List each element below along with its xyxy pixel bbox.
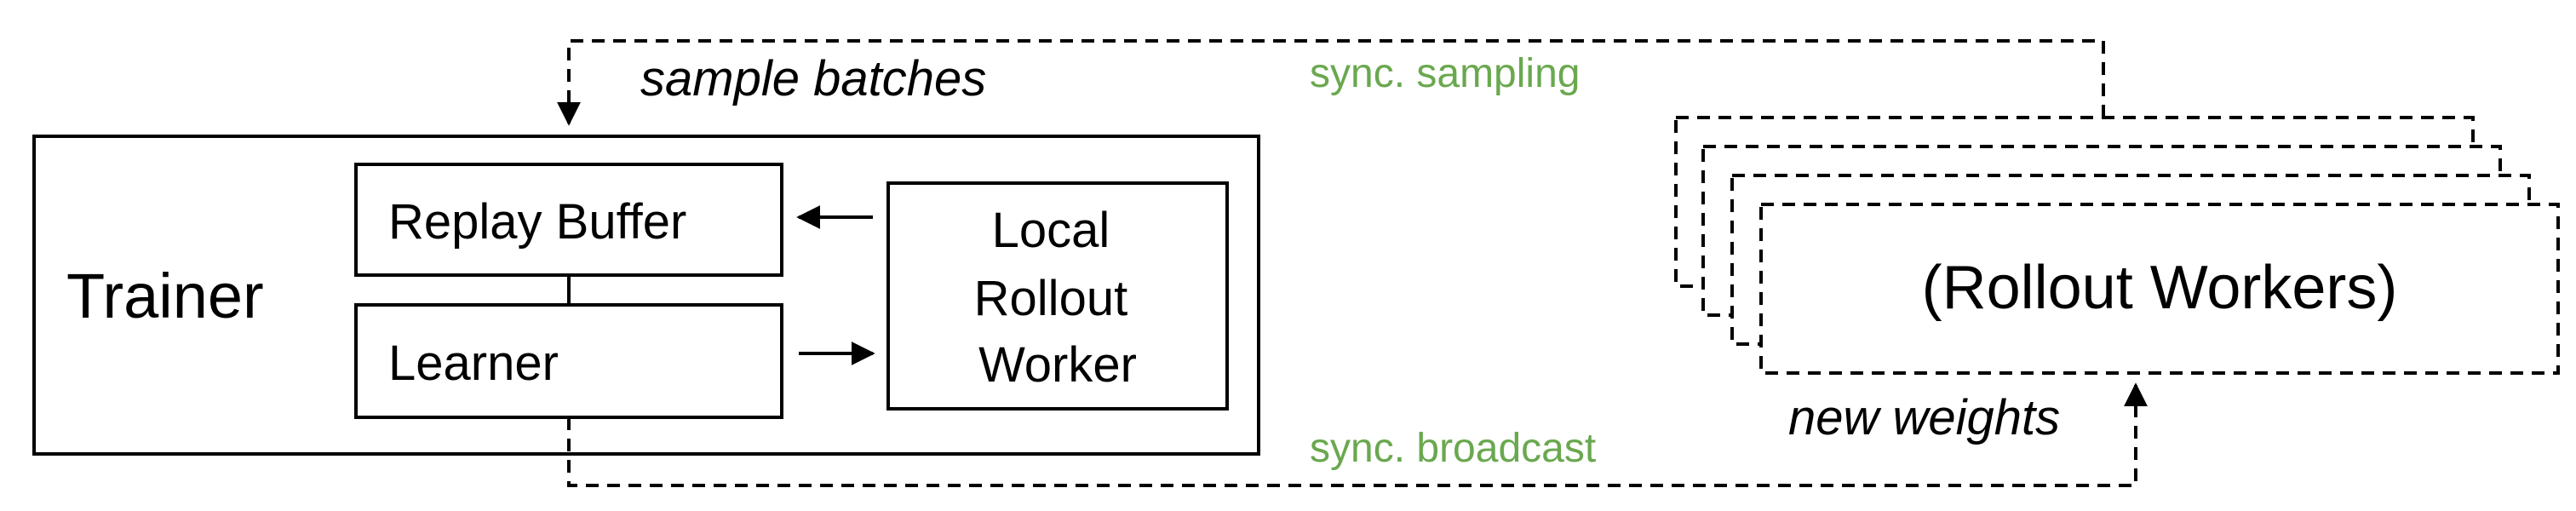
replay-buffer-label: Replay Buffer [388,194,686,250]
new-weights-label: new weights [1788,390,2060,445]
sync-sampling-label: sync. sampling [1310,51,1580,96]
local-rollout-worker-box [886,181,1229,411]
rollout-workers-stack [1674,116,2560,375]
local-worker-label: Local Rollout Worker [974,203,1142,393]
trainer-label: Trainer [66,261,264,331]
sync-broadcast-path [567,382,2148,487]
local-worker-line-1: Local [992,203,1110,258]
local-worker-line-2: Rollout [974,271,1128,326]
sample-batches-label: sample batches [640,51,986,106]
trainer-box [32,135,1260,456]
learner-label: Learner [388,336,559,391]
local-worker-line-3: Worker [978,337,1137,393]
rollout-workers-label: (Rollout Workers) [1922,254,2398,322]
sync-broadcast-label: sync. broadcast [1310,426,1596,471]
rollout-worker-box-4 [1759,203,2560,375]
